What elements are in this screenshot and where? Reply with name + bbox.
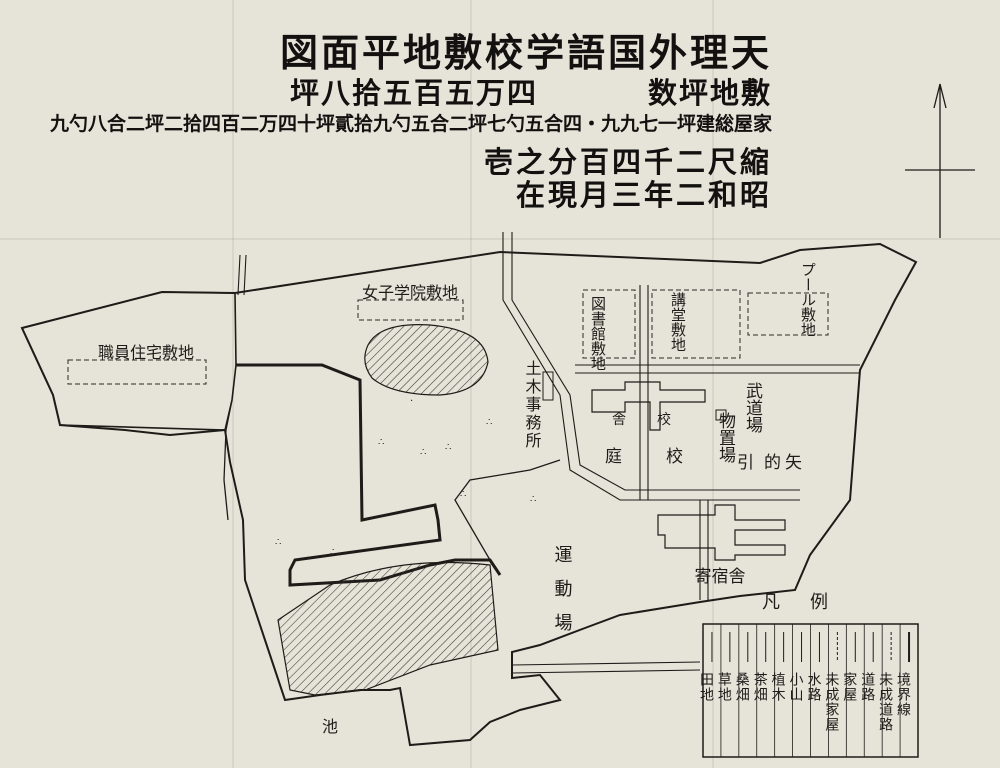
svg-text:∴: ∴ [275,537,281,548]
pond-label: 池 [322,717,338,736]
staff-housing-label: 職員住宅敷地 [98,343,194,362]
pool-label: プール敷地 [799,262,817,337]
sports-field-label: 運動場 [552,545,573,647]
legend-item-label: 水路 [805,672,821,702]
fold-line-horizontal [0,238,1000,240]
svg-text:∴: ∴ [330,547,336,558]
site-area-label: 敷地坪数 [647,76,772,110]
legend-item-label: 道路 [859,672,875,702]
legend-item-label: 小山 [788,672,804,702]
legend-item-label: 未成家屋 [823,672,839,732]
hill-south [277,561,499,696]
legend-item-label: 茶畑 [752,672,768,702]
archery-char-1: 矢 [785,453,802,473]
svg-text:∴: ∴ [445,442,451,453]
storage-label: 物置場 [715,412,736,464]
building-area: 家屋総建坪一七九九・四合五勺七坪二合五勺九拾貳坪十四万二百四拾二坪二合八勺九 [49,113,772,135]
lecture-hall-plot [651,289,741,359]
site-area: 敷地坪数 四万五百五拾八坪 [290,70,772,112]
library-label: 図書館敷地 [589,296,607,371]
scale: 縮尺二千四百分之壱 [483,145,772,179]
legend-item-label: 桑畑 [734,672,750,702]
svg-text:∴: ∴ [486,417,492,428]
tree-marks: · ∴ ∴ ∴ ∴ ∴ ∴ ∴ ∴ [275,396,536,558]
legend-item-label: 境界線 [895,672,911,717]
legend-item-label: 未成道路 [877,672,893,732]
north-arrow-icon [905,83,975,238]
dormitory-building [657,504,786,561]
road [237,232,860,674]
map-title: 天理外国語学校敷地平面図 [279,30,772,75]
fold-line-vertical [232,0,234,768]
svg-text:∴: ∴ [530,494,536,505]
dojo-label: 武道場 [742,382,763,434]
site-boundary [20,242,918,747]
legend-item-label: 植木 [770,672,786,702]
engineering-office-label: 土木事務所 [523,360,542,450]
svg-text:·: · [410,396,413,407]
dormitory-label: 寄宿舎 [695,567,746,587]
svg-text:∴: ∴ [420,447,426,458]
lecture-hall-label: 講堂敷地 [669,292,687,352]
inner-boundary-line [236,363,502,587]
svg-text:∴: ∴ [460,489,466,500]
girls-school-outline [357,299,464,321]
pool-plot [747,292,829,336]
legend-item-label: 田地 [698,672,714,702]
as-of-date: 昭和二年三月現在 [515,178,772,212]
inner-boundary-line [454,459,561,561]
inner-boundary-line [223,399,233,521]
legend-title: 凡例 [762,592,858,613]
legend-item-label: 家屋 [841,671,857,702]
school-building [591,381,706,431]
library-plot [582,289,636,359]
fold-line-vertical [712,0,714,768]
girls-school-label: 女子学院敷地 [362,283,458,302]
archery-char-3: 引 [737,453,754,473]
dojo-building [715,409,727,421]
courtyard-char-2: 庭 [605,447,622,467]
legend-item-label: 草地 [716,672,732,702]
engineering-office [542,371,554,401]
svg-text:∴: ∴ [378,437,384,448]
archery-char-2: 的 [764,453,781,473]
staff-housing-outline [67,359,207,385]
school-building-char-1: 校 [657,411,671,428]
courtyard-char-1: 校 [666,447,683,467]
site-area-value: 四万五百五拾八坪 [289,76,538,110]
school-building-char-2: 舎 [612,412,626,428]
hill-north [364,324,489,396]
